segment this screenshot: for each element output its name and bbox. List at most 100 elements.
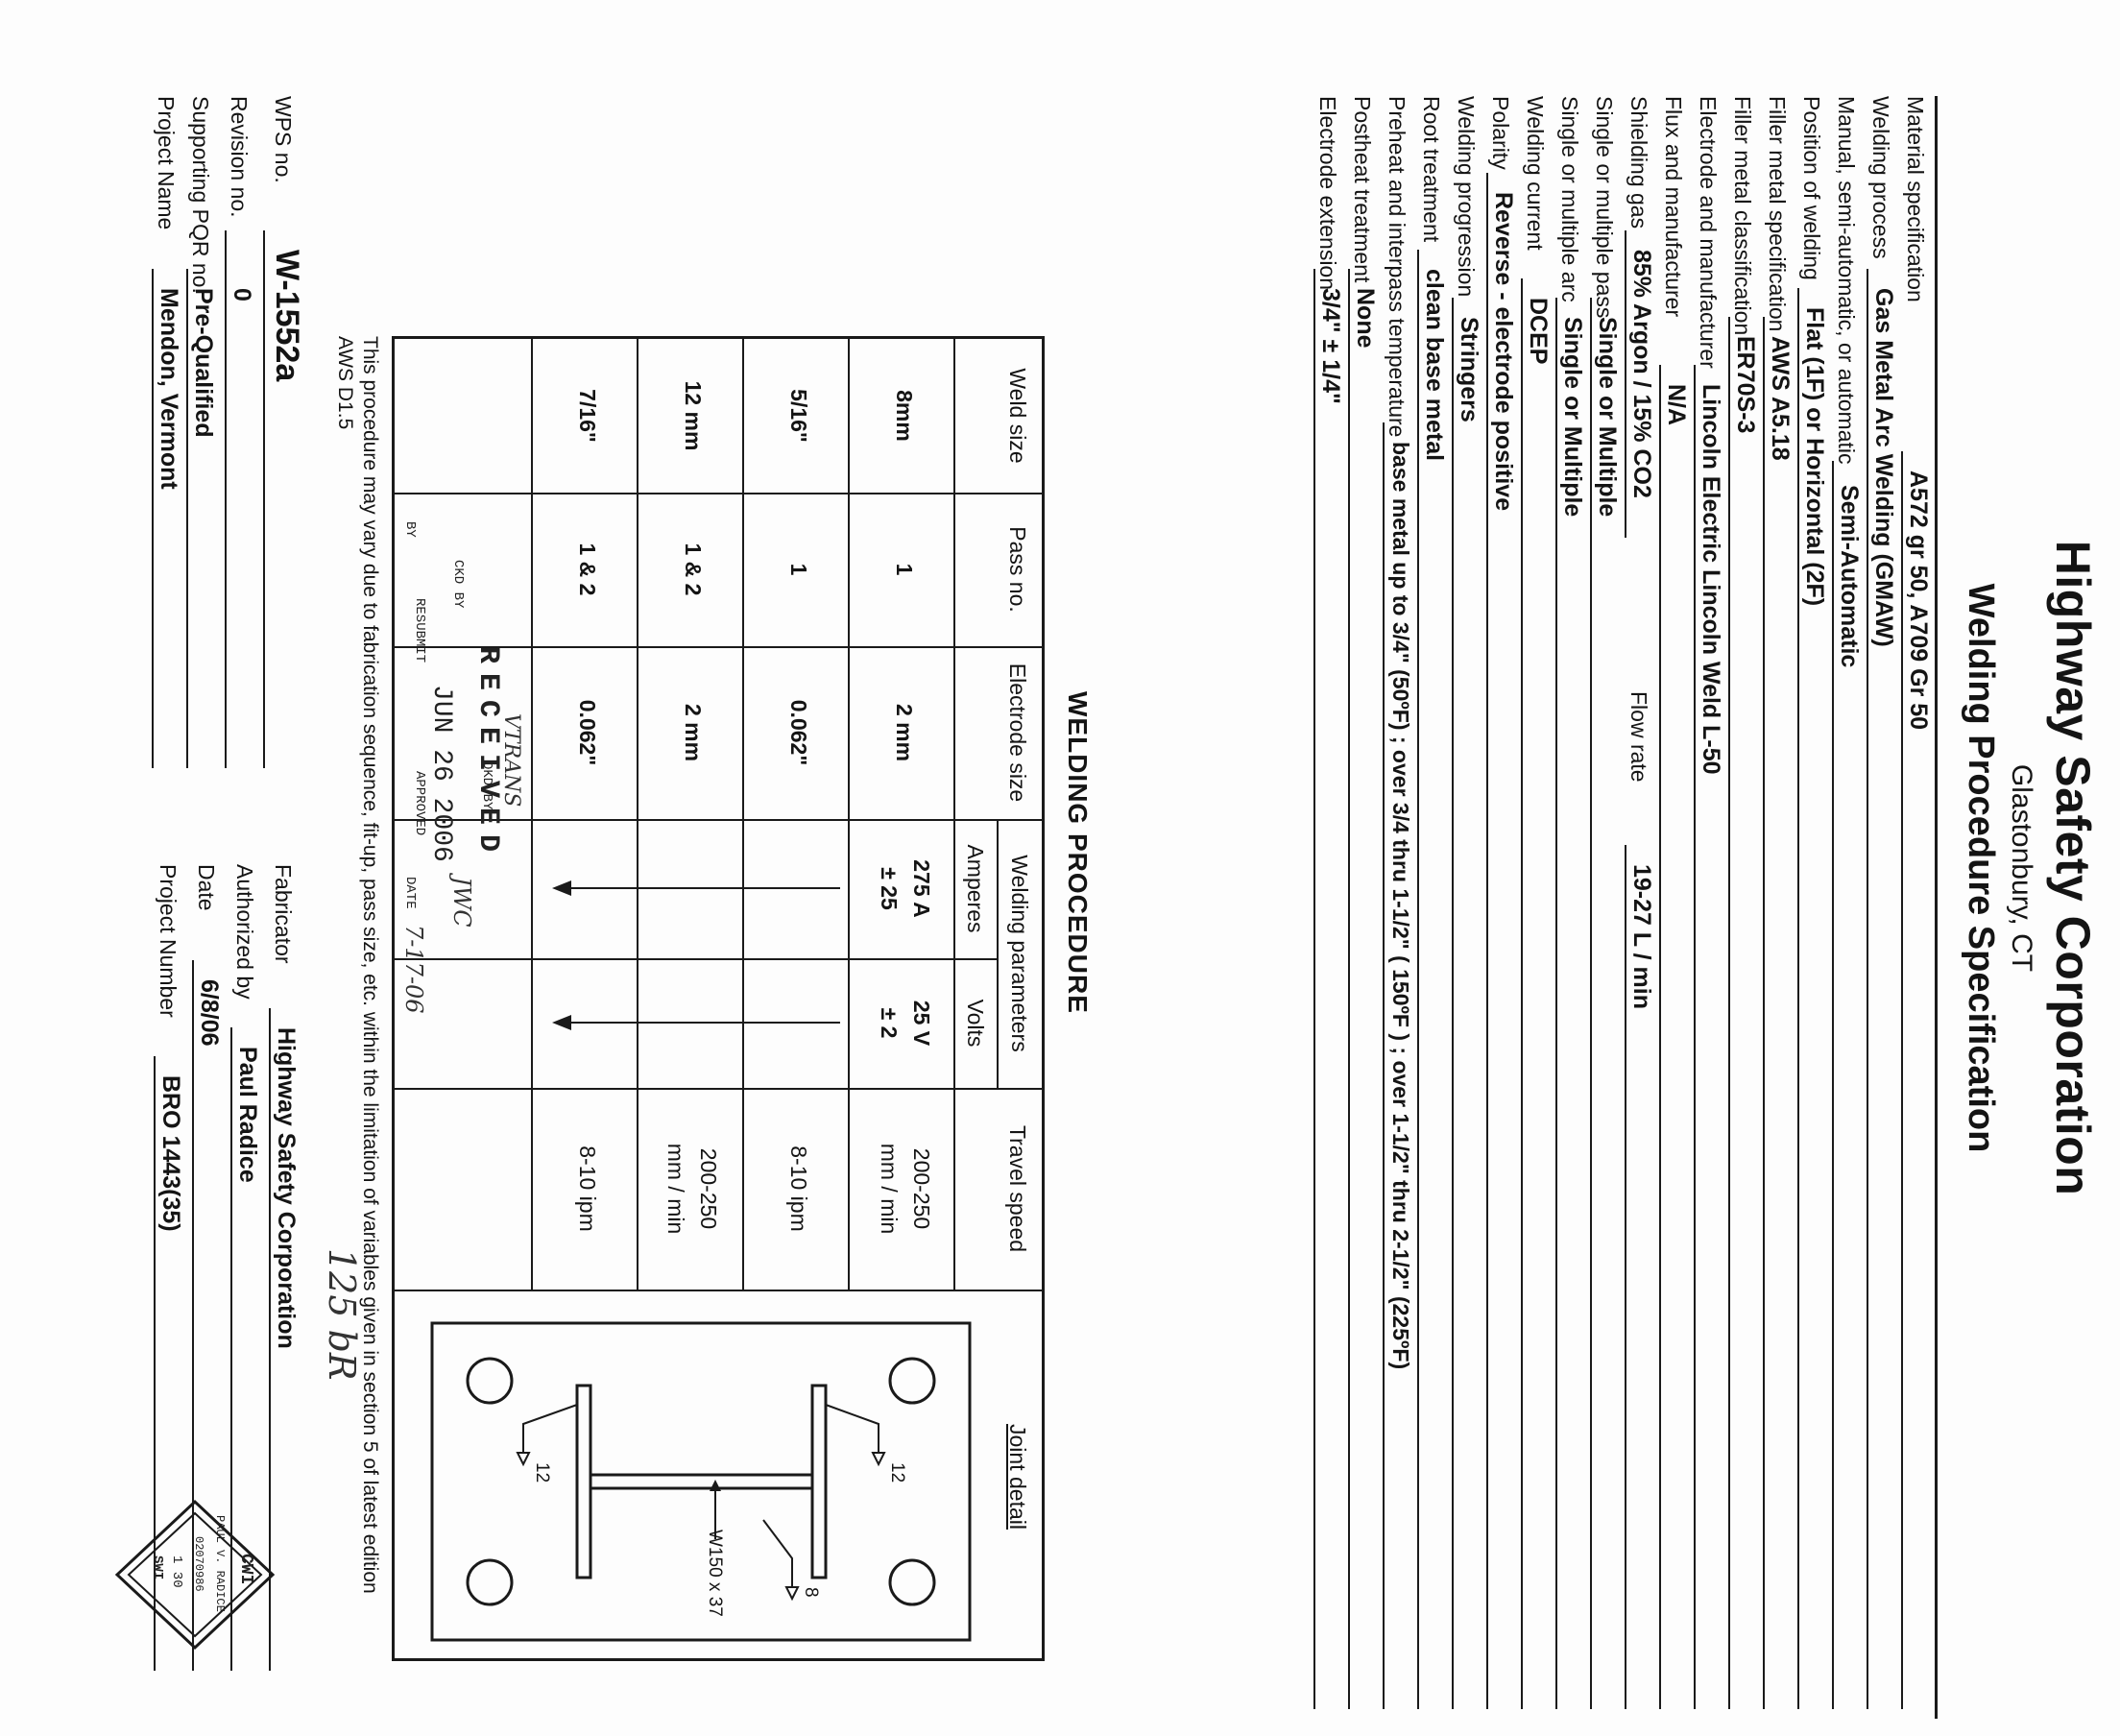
field-value-electrode: Lincoln Electric Lincoln Weld L-50 (1698, 384, 1724, 775)
table-divider (997, 819, 999, 1088)
joint-member-label: W150 x 37 (705, 1530, 725, 1617)
cell-volts-tolerance: ± 2 (877, 1007, 902, 1039)
footer-value-revision: 0 (229, 288, 255, 301)
header-welding-parameters: Welding parameters (1007, 855, 1032, 1052)
table-divider (637, 339, 638, 1290)
field-rule (1901, 451, 1903, 1709)
field-label-progression: Welding progression (1454, 96, 1479, 298)
field-value-arc: Single or Multiple (1559, 317, 1586, 518)
header-amperes: Amperes (963, 844, 988, 933)
cell-pass-no: 1 & 2 (575, 542, 600, 596)
field-label-postheat: Postheat treatment (1350, 96, 1375, 283)
field-label-pass: Single or multiple pass (1592, 96, 1617, 319)
cell-amperes: 275 A (909, 859, 934, 918)
stamp-resubmit: RESUBMIT (412, 598, 427, 663)
bolt-hole-icon (888, 1357, 936, 1405)
footer-value-fabricator: Highway Safety Corporation (273, 1027, 300, 1349)
field-rule (1555, 298, 1557, 1709)
cell-travel-unit: mm / min (663, 1143, 688, 1235)
stamp-date: JUN 26 2006 (426, 685, 456, 862)
footer-label-date: Date (194, 864, 219, 911)
footer-rule (225, 230, 227, 768)
footer-label-pqr: Supporting PQR no. (188, 96, 213, 294)
cell-pass-no: 1 & 2 (681, 542, 706, 596)
field-rule (1521, 278, 1523, 1709)
footer-value-date: 6/8/06 (196, 979, 223, 1047)
stamp-approved: APPROVED (412, 771, 427, 836)
header-rule (1935, 96, 1938, 1719)
field-label-automation: Manual, semi-automatic, or automatic (1834, 96, 1859, 465)
cell-weld-size: 7/16" (575, 389, 600, 443)
header-joint-detail: Joint detail (1005, 1424, 1030, 1530)
field-label-extension: Electrode extension (1315, 96, 1340, 291)
procedure-note: This procedure may vary due to fabricati… (334, 336, 381, 1594)
cell-electrode-size: 2 mm (892, 703, 917, 762)
seal-line-3: 02070986 (192, 1536, 205, 1592)
stamp-okd-by: OKD BY (479, 761, 494, 810)
field-label-process: Welding process (1868, 96, 1893, 259)
cell-weld-size: 5/16" (786, 389, 811, 443)
field-value-filler-spec: AWS A5.18 (1767, 336, 1794, 461)
field-rule (1417, 250, 1419, 1709)
cell-weld-size: 8mm (892, 390, 917, 442)
field-value-position: Flat (1F) or Horizontal (2F) (1801, 307, 1828, 607)
footer-label-authorized: Authorized by (232, 864, 257, 1000)
stamp-ckd-by: CKD BY (450, 560, 466, 609)
cell-electrode-size: 2 mm (681, 703, 706, 762)
field-value-filler-class: ER70S-3 (1732, 336, 1759, 434)
field-rule (1763, 317, 1765, 1709)
field-label-material: Material specification (1903, 96, 1928, 302)
field-rule (1313, 269, 1315, 1709)
field-value-shielding-gas: 85% Argon / 15% CO2 (1628, 250, 1655, 498)
field-rule (1832, 461, 1834, 1709)
field-value-current: DCEP (1525, 298, 1552, 365)
table-divider (742, 339, 744, 1290)
cell-pass-no: 1 (892, 563, 917, 576)
field-rule (1452, 298, 1454, 1709)
seal-line-5: SWI (150, 1555, 165, 1580)
procedure-table: Weld size Pass no. Electrode size Weldin… (392, 336, 1045, 1661)
table-divider (848, 339, 850, 1290)
bolt-hole-icon (466, 1558, 514, 1606)
field-rule (1694, 365, 1696, 1709)
footer-label-revision: Revision no. (227, 96, 252, 218)
field-rule (1486, 173, 1488, 1709)
header-volts: Volts (963, 999, 988, 1048)
cell-travel-speed: 8-10 ipm (575, 1145, 600, 1232)
table-divider (395, 1290, 1042, 1291)
cell-travel-speed: 200-250 (909, 1147, 934, 1230)
cell-travel-speed: 200-250 (696, 1147, 721, 1230)
footer-value-pqr: Pre-Qualified (190, 288, 217, 438)
footer-value-authorized: Paul Radice (234, 1047, 261, 1183)
field-value-postheat: None (1352, 288, 1379, 349)
cell-travel-speed: 8-10 ipm (786, 1145, 811, 1232)
field-label-shielding-gas: Shielding gas (1626, 96, 1651, 229)
header-electrode-size: Electrode size (1005, 663, 1030, 803)
footer-label-wps: WPS no. (271, 96, 296, 183)
web (589, 1473, 814, 1490)
weld-size-label-web: 8 (801, 1587, 821, 1598)
field-rule (1867, 269, 1868, 1709)
field-value-automation: Semi-Automatic (1836, 485, 1863, 668)
field-rule (1659, 365, 1661, 1709)
field-label-preheat: Preheat and interpass temperature (1385, 96, 1409, 438)
field-rule (1348, 269, 1350, 1709)
seal-line-2: PAUL V. RADICE (213, 1515, 227, 1612)
field-rule (1728, 317, 1730, 1709)
table-divider (395, 493, 1042, 494)
field-rule (1590, 298, 1592, 1709)
field-value-progression: Stringers (1456, 317, 1482, 422)
field-label-filler-spec: Filler metal specification (1765, 96, 1790, 332)
handwritten-vtrans: VTRANS (499, 713, 523, 808)
field-value-process: Gas Metal Arc Welding (GMAW) (1870, 288, 1897, 647)
table-divider (953, 339, 955, 1290)
field-value-flow-rate: 19-27 L / min (1628, 864, 1655, 1009)
field-rule (1383, 422, 1385, 1709)
document-title: Welding Procedure Specification (1961, 583, 2001, 1153)
weld-size-label-bottom: 12 (532, 1462, 552, 1483)
field-value-preheat: base metal up to 3/4" (50ºF) ; over 3/4 … (1388, 442, 1413, 1370)
field-label-electrode: Electrode and manufacturer (1696, 96, 1721, 369)
header-pass-no: Pass no. (1005, 526, 1030, 613)
field-value-pass: Single or Multiple (1594, 317, 1621, 518)
